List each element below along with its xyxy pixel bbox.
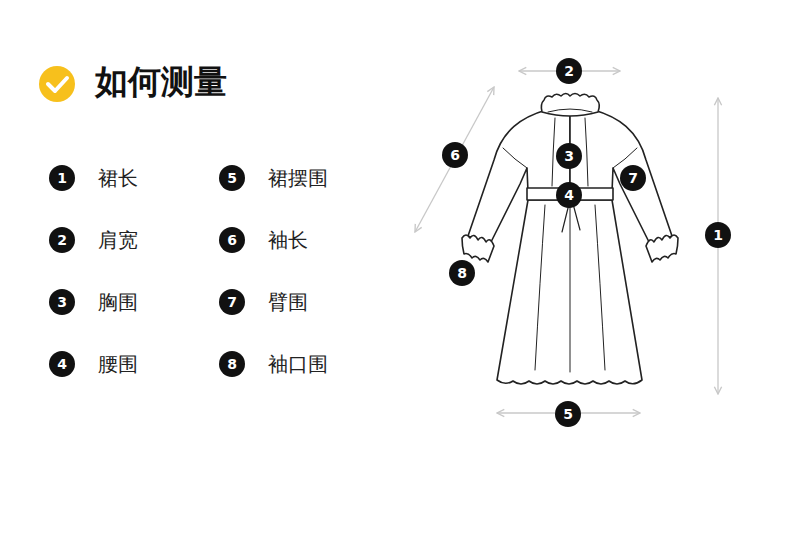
callout-number: 4 (49, 351, 75, 377)
legend-item: 4 腰围 (49, 351, 138, 377)
measure-label: 胸围 (98, 290, 138, 314)
legend-item: 2 肩宽 (49, 227, 138, 253)
legend-item: 7 臂围 (219, 289, 308, 315)
legend-item: 3 胸围 (49, 289, 138, 315)
callout-number: 5 (555, 401, 581, 427)
callout-number: 3 (49, 289, 75, 315)
measure-label: 腰围 (98, 352, 138, 376)
callout-number: 3 (556, 143, 582, 169)
callout-number: 7 (620, 165, 646, 191)
callout-number: 2 (556, 58, 582, 84)
legend-item: 6 袖长 (219, 227, 308, 253)
legend-item: 5 裙摆围 (219, 165, 328, 191)
measure-label: 臂围 (268, 290, 308, 314)
callout-number: 7 (620, 165, 646, 191)
dimension-arrows (415, 71, 718, 413)
check-icon (39, 66, 75, 102)
legend-item: 1 裙长 (49, 165, 138, 191)
measure-label: 袖长 (268, 228, 308, 252)
callout-number: 5 (555, 401, 581, 427)
callout-number: 4 (556, 182, 582, 208)
callout-number: 3 (556, 143, 582, 169)
callout-number: 4 (556, 182, 582, 208)
title: 如何测量 (95, 62, 227, 102)
callout-number: 8 (449, 260, 475, 286)
measure-label: 裙长 (98, 166, 138, 190)
callout-number: 6 (442, 142, 468, 168)
callout-number: 1 (49, 165, 75, 191)
callout-number: 6 (219, 227, 245, 253)
callout-number: 5 (219, 165, 245, 191)
measure-label: 肩宽 (98, 228, 138, 252)
callout-number: 1 (705, 222, 731, 248)
callout-number: 2 (556, 58, 582, 84)
callout-number: 8 (449, 260, 475, 286)
dress-outline (462, 94, 678, 385)
measure-label: 裙摆围 (268, 166, 328, 190)
callout-number: 1 (705, 222, 731, 248)
callout-number: 7 (219, 289, 245, 315)
callout-number: 8 (219, 351, 245, 377)
measure-label: 袖口围 (268, 352, 328, 376)
callout-number: 6 (442, 142, 468, 168)
callout-number: 2 (49, 227, 75, 253)
legend-item: 8 袖口围 (219, 351, 328, 377)
